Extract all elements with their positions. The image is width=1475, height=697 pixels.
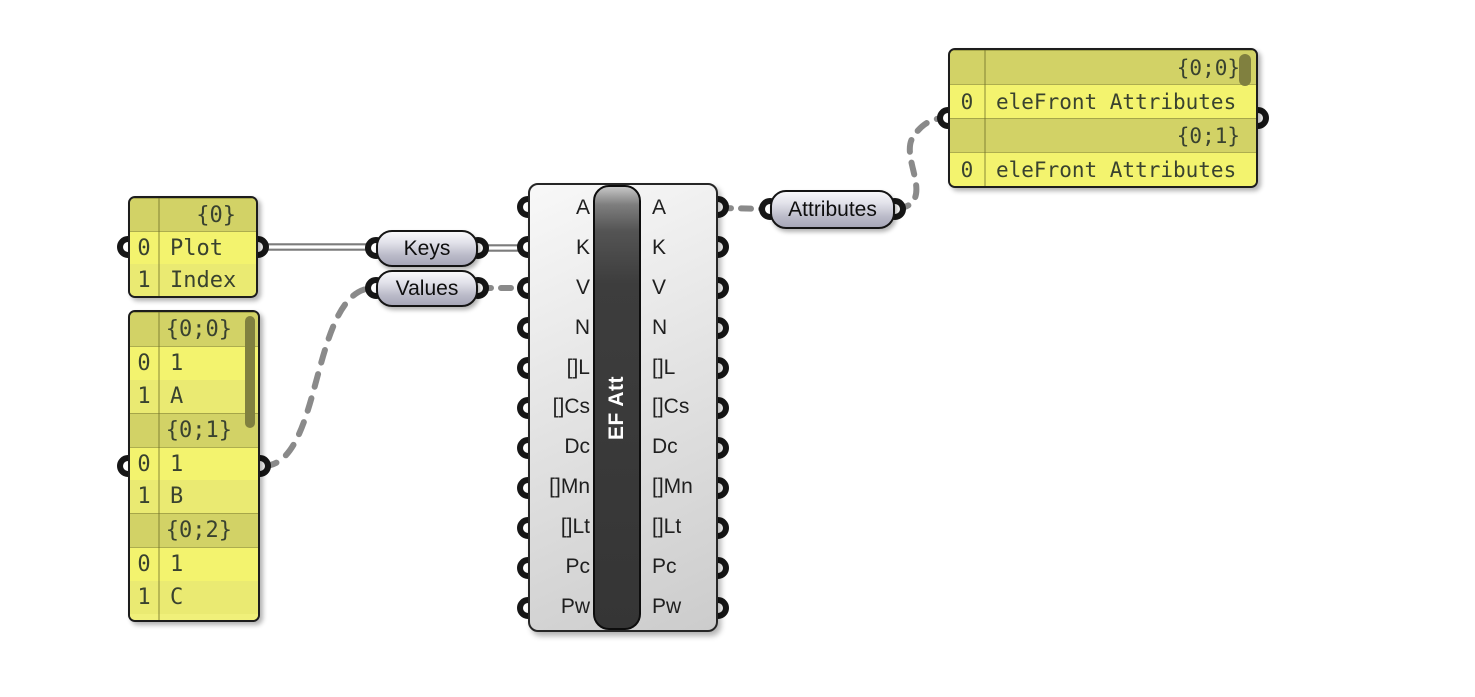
efatt-name-label: EF Att bbox=[605, 375, 629, 440]
output-label-K: K bbox=[652, 235, 667, 259]
panel-row: 1 A bbox=[130, 379, 258, 413]
row-index: 0 bbox=[137, 451, 151, 477]
param-keys-label: Keys bbox=[403, 236, 451, 260]
row-value: 1 bbox=[170, 350, 184, 376]
panel-row: 1 Index bbox=[130, 264, 256, 296]
path-label: {0} bbox=[196, 202, 236, 228]
efatt-output-labels: A K V N []L []Cs Dc []Mn []Lt Pc Pw bbox=[652, 188, 718, 627]
panel-path-header: {0;1} bbox=[950, 118, 1256, 153]
output-label-Lt: []Lt bbox=[652, 515, 682, 539]
output-label-Mn: []Mn bbox=[652, 475, 693, 499]
panel-row: 0 eleFront Attributes bbox=[950, 153, 1256, 186]
row-value: Plot bbox=[170, 235, 223, 261]
row-index: 0 bbox=[137, 552, 151, 578]
input-label-Dc: Dc bbox=[564, 435, 590, 459]
param-attributes[interactable]: Attributes bbox=[770, 190, 895, 229]
row-index: 0 bbox=[960, 89, 974, 114]
input-label-V: V bbox=[575, 275, 590, 299]
wire-treepanel-to-values[interactable] bbox=[261, 285, 377, 469]
input-label-L: []L bbox=[566, 355, 590, 379]
param-attributes-label: Attributes bbox=[788, 197, 877, 221]
efatt-core[interactable]: EF Att bbox=[593, 185, 641, 630]
panel-row: 0 eleFront Attributes bbox=[950, 85, 1256, 118]
row-value: C bbox=[170, 585, 184, 611]
path-label: {0;1} bbox=[1176, 123, 1240, 148]
input-label-Pw: Pw bbox=[560, 595, 590, 619]
input-label-Pc: Pc bbox=[565, 555, 590, 579]
row-value: 1 bbox=[170, 552, 184, 578]
panel-path-header: {0} bbox=[130, 198, 256, 232]
panel-path-header: {0;0} bbox=[950, 50, 1256, 85]
output-label-L: []L bbox=[652, 355, 676, 379]
panel-scrollbar[interactable] bbox=[1239, 54, 1251, 86]
path-label: {0;2} bbox=[165, 518, 232, 544]
input-label-K: K bbox=[575, 235, 590, 259]
output-label-Dc: Dc bbox=[652, 435, 678, 459]
output-label-Pw: Pw bbox=[652, 595, 682, 619]
row-value: eleFront Attributes bbox=[996, 89, 1237, 114]
row-index: 0 bbox=[137, 235, 151, 261]
output-label-V: V bbox=[652, 275, 667, 299]
param-keys[interactable]: Keys bbox=[376, 230, 478, 267]
input-label-A: A bbox=[575, 195, 590, 219]
input-label-Mn: []Mn bbox=[549, 475, 590, 499]
panel-row: 1 B bbox=[130, 480, 258, 514]
row-index: 1 bbox=[137, 383, 151, 409]
row-index: 1 bbox=[137, 484, 151, 510]
row-value: 1 bbox=[170, 451, 184, 477]
panel-plot-index[interactable]: {0} 0 Plot 1 Index bbox=[128, 196, 258, 298]
row-value: Index bbox=[170, 267, 237, 293]
input-label-N: N bbox=[574, 315, 590, 339]
panel-index-divider bbox=[158, 198, 160, 296]
param-values[interactable]: Values bbox=[376, 270, 478, 307]
panel-row: 0 Plot bbox=[130, 232, 256, 264]
path-label: {0;0} bbox=[165, 316, 232, 342]
output-label-A: A bbox=[652, 195, 667, 219]
component-ef-att[interactable]: A K V N []L []Cs Dc []Mn []Lt Pc Pw EF A… bbox=[528, 183, 718, 632]
panel-filler bbox=[130, 614, 258, 620]
input-label-Lt: []Lt bbox=[560, 515, 590, 539]
panel-row: 0 1 bbox=[130, 346, 258, 380]
efatt-input-labels: A K V N []L []Cs Dc []Mn []Lt Pc Pw bbox=[530, 188, 590, 627]
panel-path-header: {0;2} bbox=[130, 513, 258, 549]
panel-row: 0 1 bbox=[130, 548, 258, 582]
row-value: A bbox=[170, 383, 184, 409]
output-label-Cs: []Cs bbox=[652, 395, 690, 419]
panel-index-divider bbox=[984, 50, 986, 186]
row-index: 1 bbox=[137, 585, 151, 611]
panel-path-header: {0;1} bbox=[130, 412, 258, 448]
wire-attributes-to-panel[interactable] bbox=[894, 115, 949, 212]
param-values-label: Values bbox=[395, 276, 459, 300]
panel-tree-values[interactable]: {0;0} 0 1 1 A {0;1} 0 1 1 B {0;2} 0 1 1 bbox=[128, 310, 260, 622]
input-label-Cs: []Cs bbox=[552, 395, 590, 419]
path-label: {0;1} bbox=[165, 417, 232, 443]
output-label-Pc: Pc bbox=[652, 555, 677, 579]
output-label-N: N bbox=[652, 315, 668, 339]
row-value: B bbox=[170, 484, 184, 510]
panel-row: 0 1 bbox=[130, 447, 258, 481]
row-value: eleFront Attributes bbox=[996, 157, 1237, 182]
row-index: 0 bbox=[137, 350, 151, 376]
panel-attributes-output[interactable]: {0;0} 0 eleFront Attributes {0;1} 0 eleF… bbox=[948, 48, 1258, 188]
row-index: 1 bbox=[137, 267, 151, 293]
panel-index-divider bbox=[158, 312, 160, 620]
panel-path-header: {0;0} bbox=[130, 312, 258, 347]
panel-scrollbar[interactable] bbox=[245, 316, 255, 428]
row-index: 0 bbox=[960, 157, 974, 182]
panel-row: 1 C bbox=[130, 581, 258, 615]
path-label: {0;0} bbox=[1176, 55, 1240, 80]
